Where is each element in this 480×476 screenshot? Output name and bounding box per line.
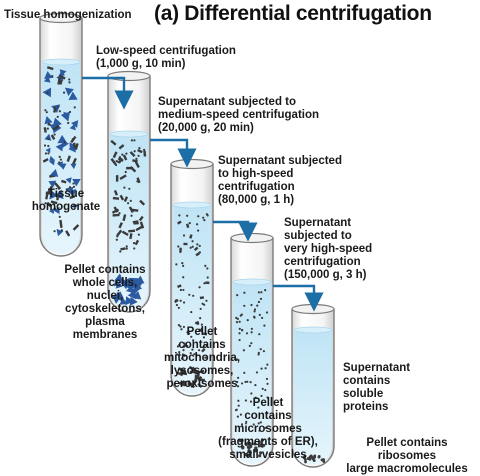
- liquid: [294, 330, 332, 465]
- flow-arrow-4: [273, 284, 324, 312]
- tube-contents: [42, 66, 81, 237]
- liquid: [233, 282, 271, 464]
- centrifuge-tube-2: [107, 70, 151, 313]
- step4-label: Supernatant subjected to very high-speed…: [284, 217, 373, 281]
- tube-contents: [234, 289, 269, 458]
- tube-contents: [302, 454, 326, 464]
- pellet4-label: Pellet contains ribosomes large macromol…: [346, 437, 468, 475]
- process-arrows: [82, 76, 324, 312]
- centrifuge-tube-1: [39, 12, 83, 257]
- flow-arrow-3: [213, 220, 258, 242]
- pellet1-label: Pellet contains whole cells, nuclei, cyt…: [64, 264, 146, 341]
- supernatant-label: Supernatant contains soluble proteins: [343, 362, 411, 413]
- step2-label: Supernatant subjected to medium-speed ce…: [158, 96, 320, 134]
- flow-arrow-1: [82, 76, 134, 110]
- flow-arrow-2: [150, 138, 197, 168]
- centrifuge-tube-3: [170, 158, 214, 397]
- tissue-homogenization-label: Tissue homogenization: [4, 9, 132, 21]
- step3-label: Supernatant subjected to high-speed cent…: [218, 155, 342, 206]
- centrifuge-tube-4: [230, 232, 274, 467]
- pellet2-label: Pellet contains mitochondria, lysosomes,…: [163, 326, 241, 390]
- pellet3-label: Pellet contains microsomes (fragments of…: [218, 397, 318, 461]
- liquid: [42, 62, 80, 254]
- step1-label: Low-speed centrifugation (1,000 g, 10 mi…: [96, 45, 236, 70]
- tube-contents: [110, 139, 147, 306]
- diagram-title: (a) Differential centrifugation: [154, 2, 432, 25]
- tissue-homogenate-label: Tissue homogenate: [31, 188, 101, 213]
- tube-contents: [174, 213, 210, 389]
